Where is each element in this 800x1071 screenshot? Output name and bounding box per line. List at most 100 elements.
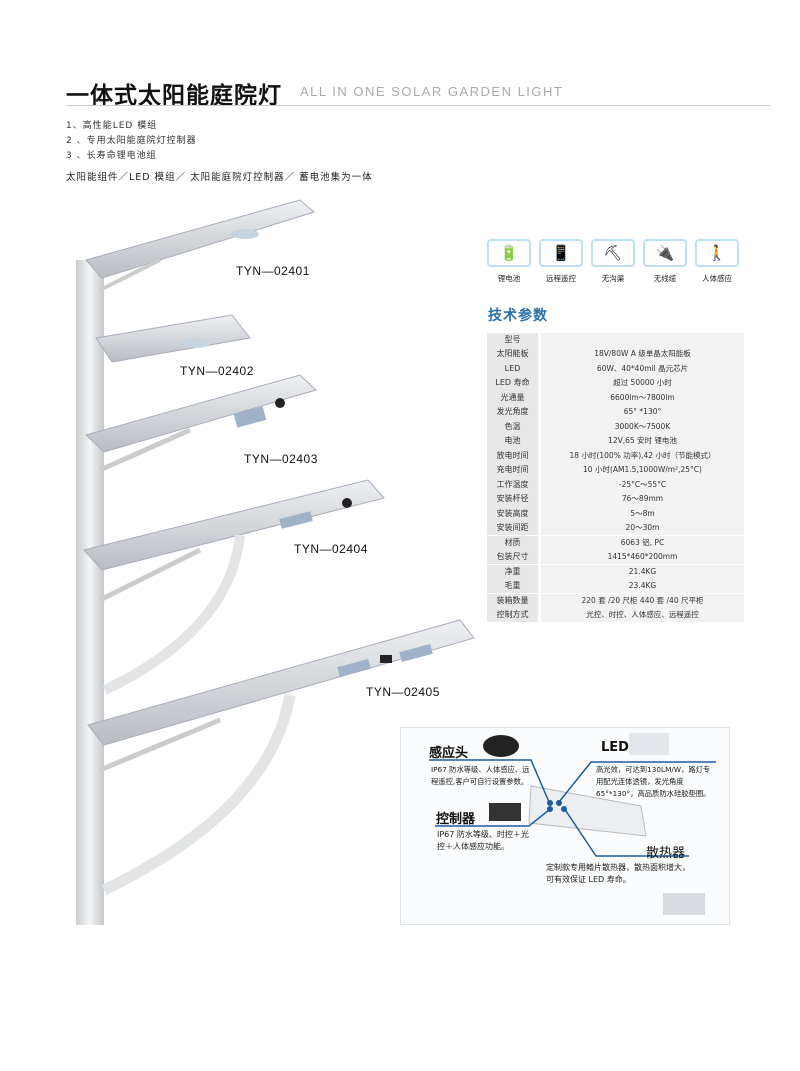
spec-value: 20～30m: [541, 521, 744, 536]
spec-value: 10 小时(AM1.5,1000W/m²,25°C): [541, 463, 744, 478]
feature-icon-label: 锂电池: [497, 274, 521, 283]
spec-label: 型号: [487, 333, 538, 348]
spec-value: 18 小时(100% 功率),42 小时（节能模式）: [541, 448, 744, 464]
spec-label: 材质: [487, 535, 538, 550]
heatsink-title: 散热器: [646, 846, 686, 861]
street-light-illustration: [76, 199, 475, 925]
spec-label: 太阳能板: [487, 347, 538, 362]
spec-label: 安装杆径: [487, 492, 538, 507]
spec-label: 光通量: [487, 390, 538, 406]
spec-value: 12V,65 安时 锂电池: [541, 434, 744, 449]
spec-value: 6600lm～7800lm: [541, 390, 744, 406]
spec-label: 色温: [487, 419, 538, 435]
summary: 太阳能组件／LED 模组／ 太阳能庭院灯控制器／ 蓄电池集为一体: [66, 172, 373, 183]
controller-title: 控制器: [436, 812, 476, 827]
spec-value: 18V/80W A 级单晶太阳能板: [541, 347, 744, 362]
spec-title: 技术参数: [488, 308, 548, 324]
feature-icon-label: 无沟渠: [601, 274, 625, 283]
pole: [76, 260, 104, 925]
feature-icon-item: ⛏ 无沟渠: [591, 239, 635, 284]
sensor-text: IP67 防水等级、人体感应、远程遥控,客户可自行设置参数。: [431, 765, 530, 786]
feature-icon-label: 远程遥控: [546, 274, 576, 283]
spec-label: 净重: [487, 564, 538, 579]
spec-label: LED 寿命: [487, 376, 538, 391]
spec-value: 220 套 /20 尺柜 440 套 /40 尺平柜: [541, 593, 744, 608]
heatsink-text: 定制款专用鳍片散热器，散热面积增大，可有效保证 LED 寿命。: [546, 863, 690, 884]
feature-icon-item: 🚶人体感应: [695, 239, 739, 284]
spec-label: 毛重: [487, 579, 538, 594]
spec-value: [541, 333, 744, 348]
spec-label: 装箱数量: [487, 593, 538, 608]
no-cable-icon: 🔌: [643, 239, 687, 267]
spec-value: 3000K～7500K: [541, 419, 744, 435]
spec-label: 安装高度: [487, 506, 538, 521]
spec-row: 控制方式光控、时控、人体感应、远程遥控: [487, 608, 744, 623]
spec-label: 电池: [487, 434, 538, 449]
feature-icons: 🔋锂电池 📱 远程遥控 ⛏ 无沟渠 🔌 无线缆 🚶人体感应: [487, 239, 739, 284]
spec-row: 工作温度-25°C～55°C: [487, 477, 744, 493]
lamp-diagram: [429, 733, 716, 915]
spec-label: 放电时间: [487, 448, 538, 464]
feature-icon-item: 📱 远程遥控: [539, 239, 583, 284]
spec-label: 安装间距: [487, 521, 538, 536]
remote-control-icon: 📱: [539, 239, 583, 267]
spec-value: -25°C～55°C: [541, 477, 744, 493]
page-title: 一体式太阳能庭院灯: [66, 83, 282, 109]
divider: [66, 105, 770, 106]
lamp-02404: [83, 479, 385, 695]
led-title: LED: [601, 740, 629, 755]
heatsink-icon: [663, 893, 705, 915]
spec-row: 型号: [487, 333, 744, 348]
model-label: TYN—02402: [180, 364, 254, 378]
spec-label: 工作温度: [487, 477, 538, 493]
spec-label: 包装尺寸: [487, 550, 538, 565]
feature-icon-label: 无线缆: [653, 274, 677, 283]
no-trench-icon: ⛏: [591, 239, 635, 267]
spec-value: 1415*460*200mm: [541, 550, 744, 565]
led-module-icon: [629, 733, 669, 755]
lamp-02403: [85, 374, 317, 473]
motion-sensor-icon: 🚶: [695, 239, 739, 267]
lamp-02401: [85, 199, 316, 292]
feature-3: 3 、长寿命锂电池组: [66, 151, 157, 161]
spec-value: 21.4KG: [541, 564, 744, 579]
model-label: TYN—02403: [244, 452, 318, 466]
spec-label: LED: [487, 361, 538, 377]
spec-label: 充电时间: [487, 463, 538, 478]
feature-icon-item: 🔌 无线缆: [643, 239, 687, 284]
page-subtitle: ALL IN ONE SOLAR GARDEN LIGHT: [300, 84, 564, 99]
spec-value: 60W、40*40mil 晶元芯片: [541, 361, 744, 377]
spec-value: 5～8m: [541, 506, 744, 521]
spec-label: 控制方式: [487, 608, 538, 623]
spec-value: 23.4KG: [541, 579, 744, 594]
feature-icon-item: 🔋锂电池: [487, 239, 531, 284]
spec-row: LED 寿命超过 50000 小时: [487, 376, 744, 391]
spec-value: 光控、时控、人体感应、远程遥控: [541, 608, 744, 623]
feature-2: 2 、专用太阳能庭院灯控制器: [66, 136, 197, 146]
model-label: TYN—02401: [236, 264, 310, 278]
led-text: 高光效，可达到130LM/W，路灯专用配光连体透镜，发光角度 65°*130°，…: [596, 765, 711, 798]
spec-value: 76～89mm: [541, 492, 744, 507]
model-label: TYN—02405: [366, 685, 440, 699]
model-label: TYN—02404: [294, 542, 368, 556]
controller-icon: [489, 803, 521, 821]
spec-label: 发光角度: [487, 405, 538, 420]
spec-value: 超过 50000 小时: [541, 376, 744, 391]
feature-1: 1、高性能LED 模组: [66, 121, 158, 131]
